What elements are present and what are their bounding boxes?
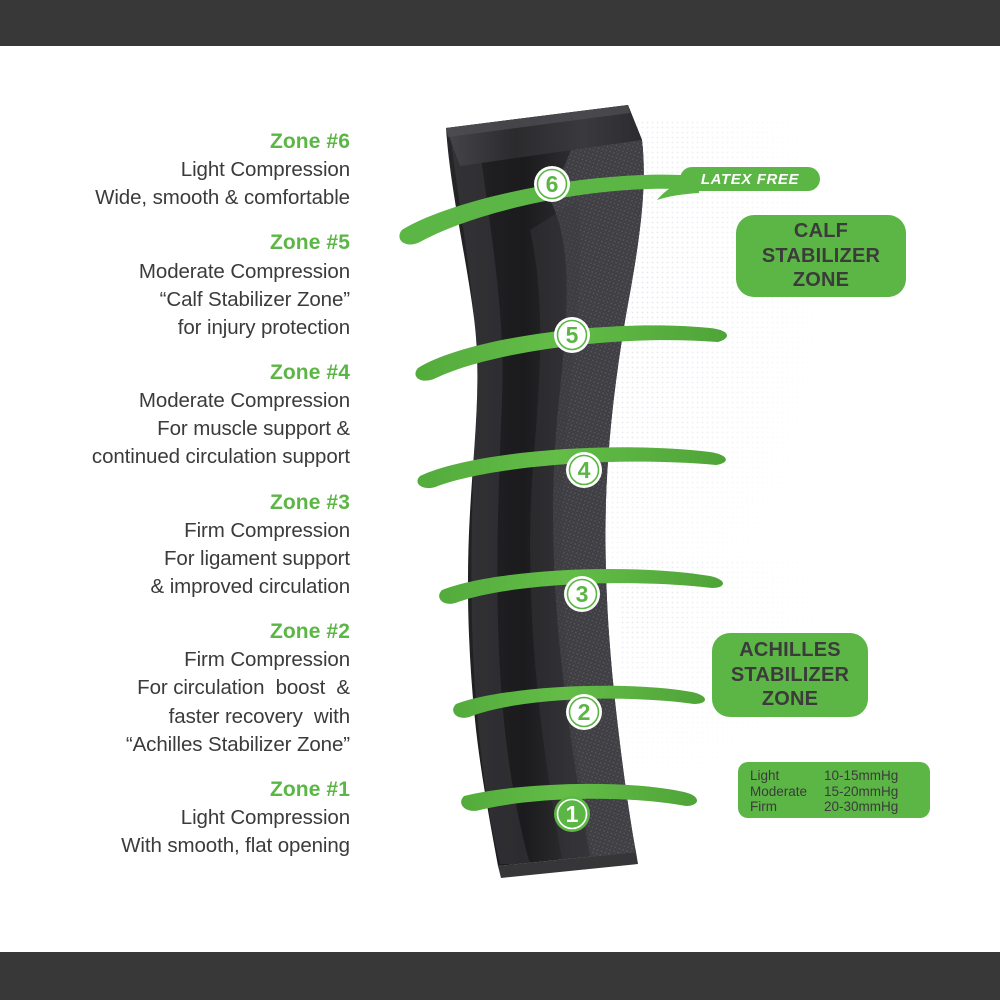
sleeve-top-cuff xyxy=(446,105,642,166)
legend-label: Firm xyxy=(750,799,777,814)
zone-line: Light Compression xyxy=(180,805,350,829)
ring-number-6: 6 xyxy=(546,171,559,197)
legend-row: Moderate 15-20mmHg xyxy=(738,784,930,800)
legend-value: 10-15mmHg xyxy=(824,768,899,783)
legend-row: Firm 20-30mmHg xyxy=(738,799,930,815)
legend-label: Moderate xyxy=(750,783,808,799)
ring-number-5: 5 xyxy=(566,322,579,348)
zone-block-3: Zone #3 Firm Compression For ligament su… xyxy=(20,489,351,602)
zone-title: Zone #5 xyxy=(269,231,350,255)
zone-line: For muscle support & xyxy=(157,417,350,441)
zone-line: Firm Compression xyxy=(184,648,350,672)
ring-number-4: 4 xyxy=(578,457,591,483)
zone-block-2: Zone #2 Firm Compression For circulation… xyxy=(20,618,350,759)
zone-block-1: Zone #1 Light Compression With smooth, f… xyxy=(20,776,350,860)
compression-ring-4: 4 xyxy=(417,447,726,489)
zone-line: “Calf Stabilizer Zone” xyxy=(159,287,350,311)
zone-title: Zone #3 xyxy=(269,490,350,514)
legend-label: Light xyxy=(750,768,780,783)
compression-ring-3: 3 xyxy=(439,568,723,612)
zone-line: Wide, smooth & comfortable xyxy=(95,186,350,210)
ring-number-2: 2 xyxy=(578,699,591,725)
compression-ring-2: 2 xyxy=(453,685,705,730)
achilles-badge-line-3: ZONE xyxy=(761,688,819,711)
ring-number-3: 3 xyxy=(576,581,589,607)
zone-title: Zone #6 xyxy=(269,130,350,153)
calf-badge-line-3: ZONE xyxy=(792,269,850,292)
calf-stabilizer-zone-badge: CALF STABILIZER ZONE xyxy=(736,215,906,297)
compression-ring-5: 5 xyxy=(415,317,728,381)
bottom-letterbox-bar xyxy=(0,952,1000,1000)
achilles-badge-line-2: STABILIZER xyxy=(730,663,850,686)
achilles-stabilizer-zone-badge: ACHILLES STABILIZER ZONE xyxy=(712,633,868,717)
zone-block-6: Zone #6 Light Compression Wide, smooth &… xyxy=(20,128,350,212)
zone-line: continued circulation support xyxy=(91,445,350,469)
legend-value: 20-30mmHg xyxy=(824,799,899,814)
calf-sleeve-product-illustration: 6 5 4 3 xyxy=(380,80,740,890)
zone-title: Zone #2 xyxy=(269,620,350,644)
zone-line: Moderate Compression xyxy=(138,259,350,283)
zone-line: Light Compression xyxy=(180,158,350,182)
zone-block-4: Zone #4 Moderate Compression For muscle … xyxy=(20,359,350,472)
zone-line: For circulation boost & xyxy=(137,676,350,700)
compression-ring-1: 1 xyxy=(461,783,697,832)
zone-title: Zone #4 xyxy=(269,360,350,384)
zone-line: With smooth, flat opening xyxy=(121,834,350,858)
top-letterbox-bar xyxy=(0,0,1000,46)
zone-description-list: Zone #6 Light Compression Wide, smooth &… xyxy=(20,128,350,877)
zone-line: faster recovery with xyxy=(168,704,350,728)
zone-line: Moderate Compression xyxy=(138,389,350,413)
ring-number-1: 1 xyxy=(566,801,579,827)
achilles-badge-line-1: ACHILLES xyxy=(739,639,841,662)
zone-line: & improved circulation xyxy=(150,574,351,598)
zone-title: Zone #1 xyxy=(269,777,350,801)
zone-block-5: Zone #5 Moderate Compression “Calf Stabi… xyxy=(20,229,350,342)
calf-badge-line-2: STABILIZER xyxy=(761,244,881,267)
latex-free-label: LATEX FREE xyxy=(700,170,800,188)
calf-badge-line-1: CALF xyxy=(793,220,849,243)
sleeve-bottom-hem xyxy=(498,852,638,878)
compression-level-legend: Light 10-15mmHg Moderate 15-20mmHg Firm … xyxy=(738,762,930,818)
latex-free-badge: LATEX FREE xyxy=(680,167,820,191)
legend-value: 15-20mmHg xyxy=(824,783,899,799)
zone-line: for injury protection xyxy=(177,315,350,339)
zone-line: “Achilles Stabilizer Zone” xyxy=(125,732,350,756)
zone-line: For ligament support xyxy=(163,546,350,570)
legend-row: Light 10-15mmHg xyxy=(738,768,930,784)
zone-line: Firm Compression xyxy=(184,518,350,542)
